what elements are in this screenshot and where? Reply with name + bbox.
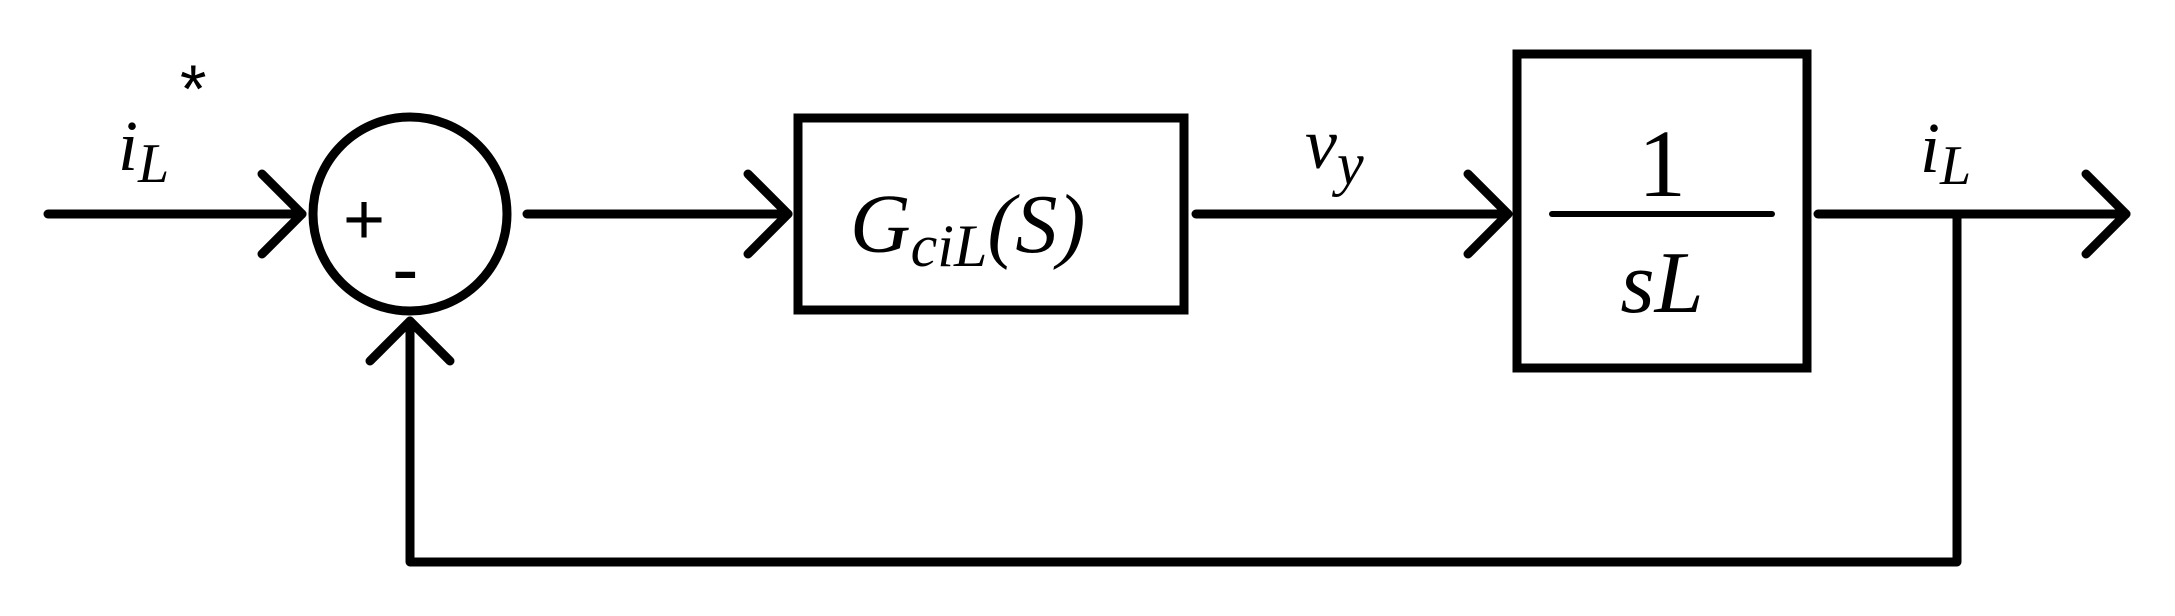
controller-arg: (S) [987,178,1085,271]
intermediate-signal-sub: y [1331,131,1364,197]
controller-block-label: GciL(S) [850,178,1085,279]
plant-numerator: 1 [1638,110,1686,217]
intermediate-signal-base: v [1305,104,1337,184]
minus-sign: - [392,224,419,313]
plant-denominator: sL [1620,235,1703,332]
input-signal-base: i [118,106,138,186]
controller-arrowhead [743,169,793,259]
feedback-arrowhead [365,316,455,366]
controller-sub: ciL [911,213,988,279]
intermediate-signal-label: vy [1305,104,1364,197]
plant-arrowhead [1463,169,1513,259]
input-signal-sup: * [180,51,206,127]
output-arrowhead [2081,169,2131,259]
output-signal-sub: L [1939,135,1971,197]
output-signal-label: iL [1920,108,1971,197]
output-signal-base: i [1920,108,1940,188]
summing-junction [308,112,512,316]
controller-base: G [850,178,911,271]
controller-block [793,113,1189,315]
feedback-wire [405,209,1962,567]
input-arrowhead [257,169,307,259]
input-signal-label: iL [118,106,169,195]
input-signal-sub: L [137,133,169,195]
plus-sign: + [343,180,385,260]
